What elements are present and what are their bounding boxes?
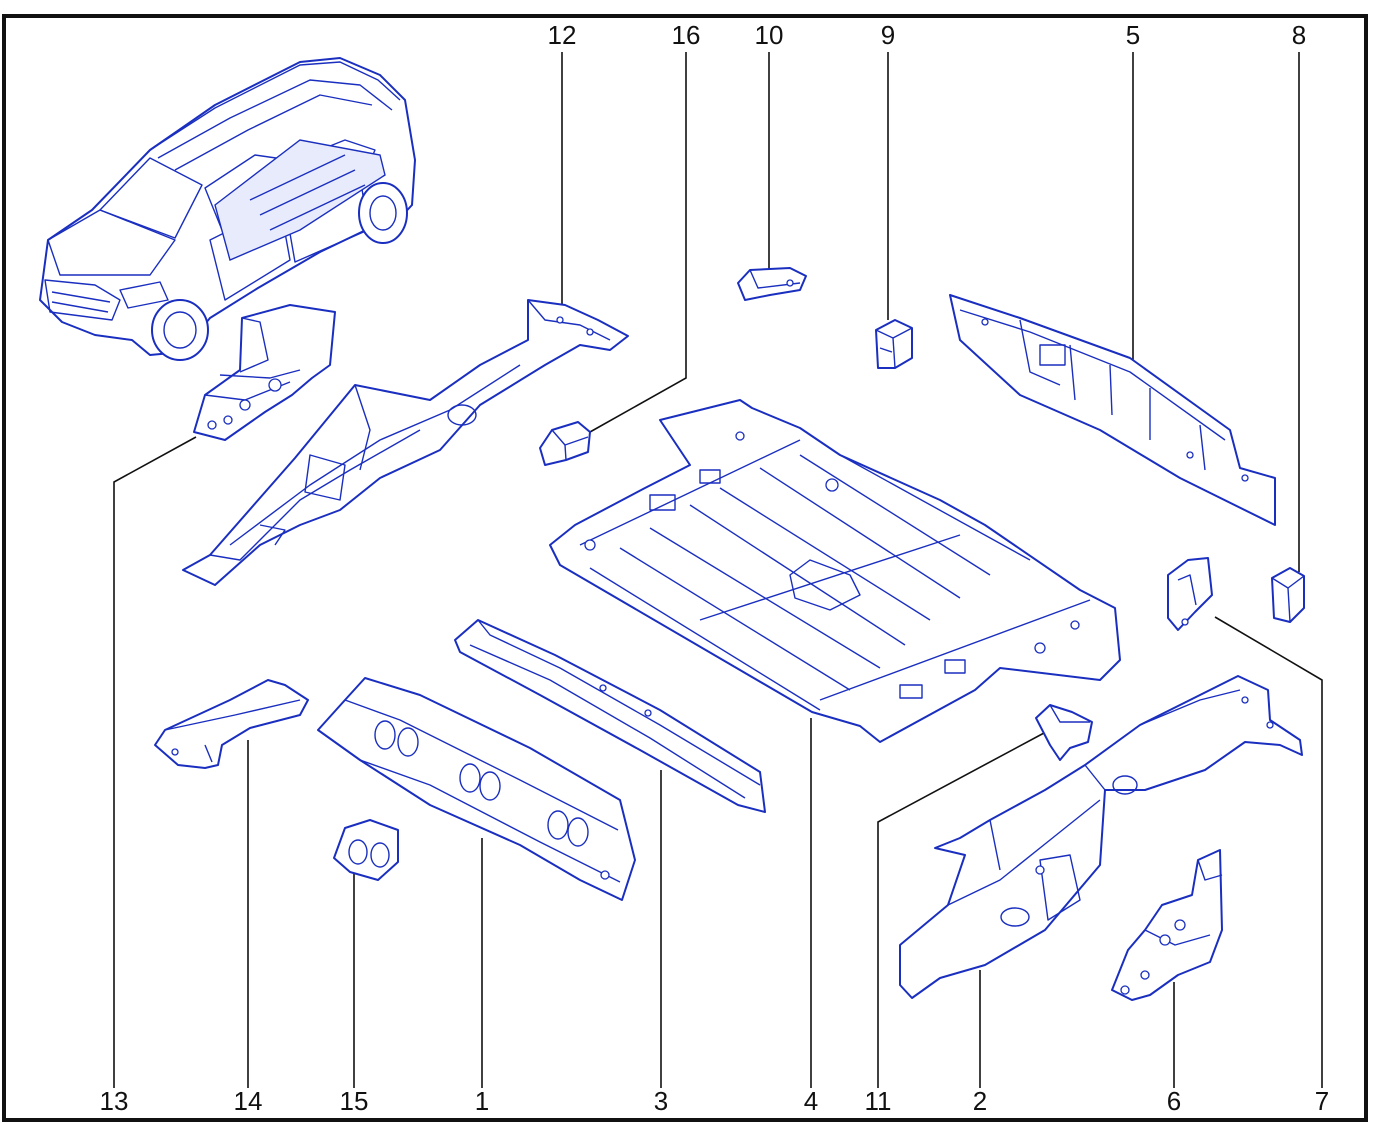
diagram-frame <box>2 14 1368 1122</box>
part-2-side-member <box>899 675 1303 999</box>
callout-labels-bottom: 13 14 15 1 3 4 11 2 6 7 <box>100 1086 1330 1116</box>
callout-12: 12 <box>548 20 577 50</box>
leader-16 <box>589 52 687 433</box>
leader-lines <box>113 52 1323 1088</box>
callout-3: 3 <box>654 1086 668 1116</box>
part-14-bracket <box>154 679 309 769</box>
callout-8: 8 <box>1292 20 1306 50</box>
callout-2: 2 <box>973 1086 987 1116</box>
leader-11 <box>877 732 1045 1088</box>
callout-labels-top: 12 16 10 9 5 8 <box>548 20 1307 50</box>
callout-7: 7 <box>1315 1086 1329 1116</box>
part-6-bracket <box>1111 849 1223 1001</box>
callout-14: 14 <box>234 1086 263 1116</box>
leader-13 <box>113 436 197 1088</box>
callout-13: 13 <box>100 1086 129 1116</box>
vehicle-illustration <box>39 57 416 361</box>
part-16-bracket <box>539 421 591 466</box>
callout-16: 16 <box>672 20 701 50</box>
part-13-bracket <box>193 304 336 441</box>
part-5-rear-crossmember <box>949 294 1276 526</box>
part-8-bracket <box>1271 567 1305 623</box>
part-4-rear-floor <box>549 399 1121 743</box>
callout-11: 11 <box>865 1086 892 1116</box>
callout-10: 10 <box>755 20 784 50</box>
part-15-bracket <box>333 819 399 881</box>
part-11-bracket <box>1035 704 1093 761</box>
leader-7 <box>1214 616 1323 1088</box>
callout-5: 5 <box>1126 20 1140 50</box>
callout-1: 1 <box>475 1086 489 1116</box>
part-3-crossmember <box>454 619 766 813</box>
callout-15: 15 <box>340 1086 369 1116</box>
part-12-side-member <box>182 299 629 586</box>
callout-4: 4 <box>804 1086 818 1116</box>
callout-6: 6 <box>1167 1086 1181 1116</box>
part-9-bracket <box>875 319 913 369</box>
part-10-clip <box>737 267 807 301</box>
part-7-bracket <box>1167 557 1213 631</box>
callout-9: 9 <box>881 20 895 50</box>
part-1-crossmember <box>317 677 636 901</box>
